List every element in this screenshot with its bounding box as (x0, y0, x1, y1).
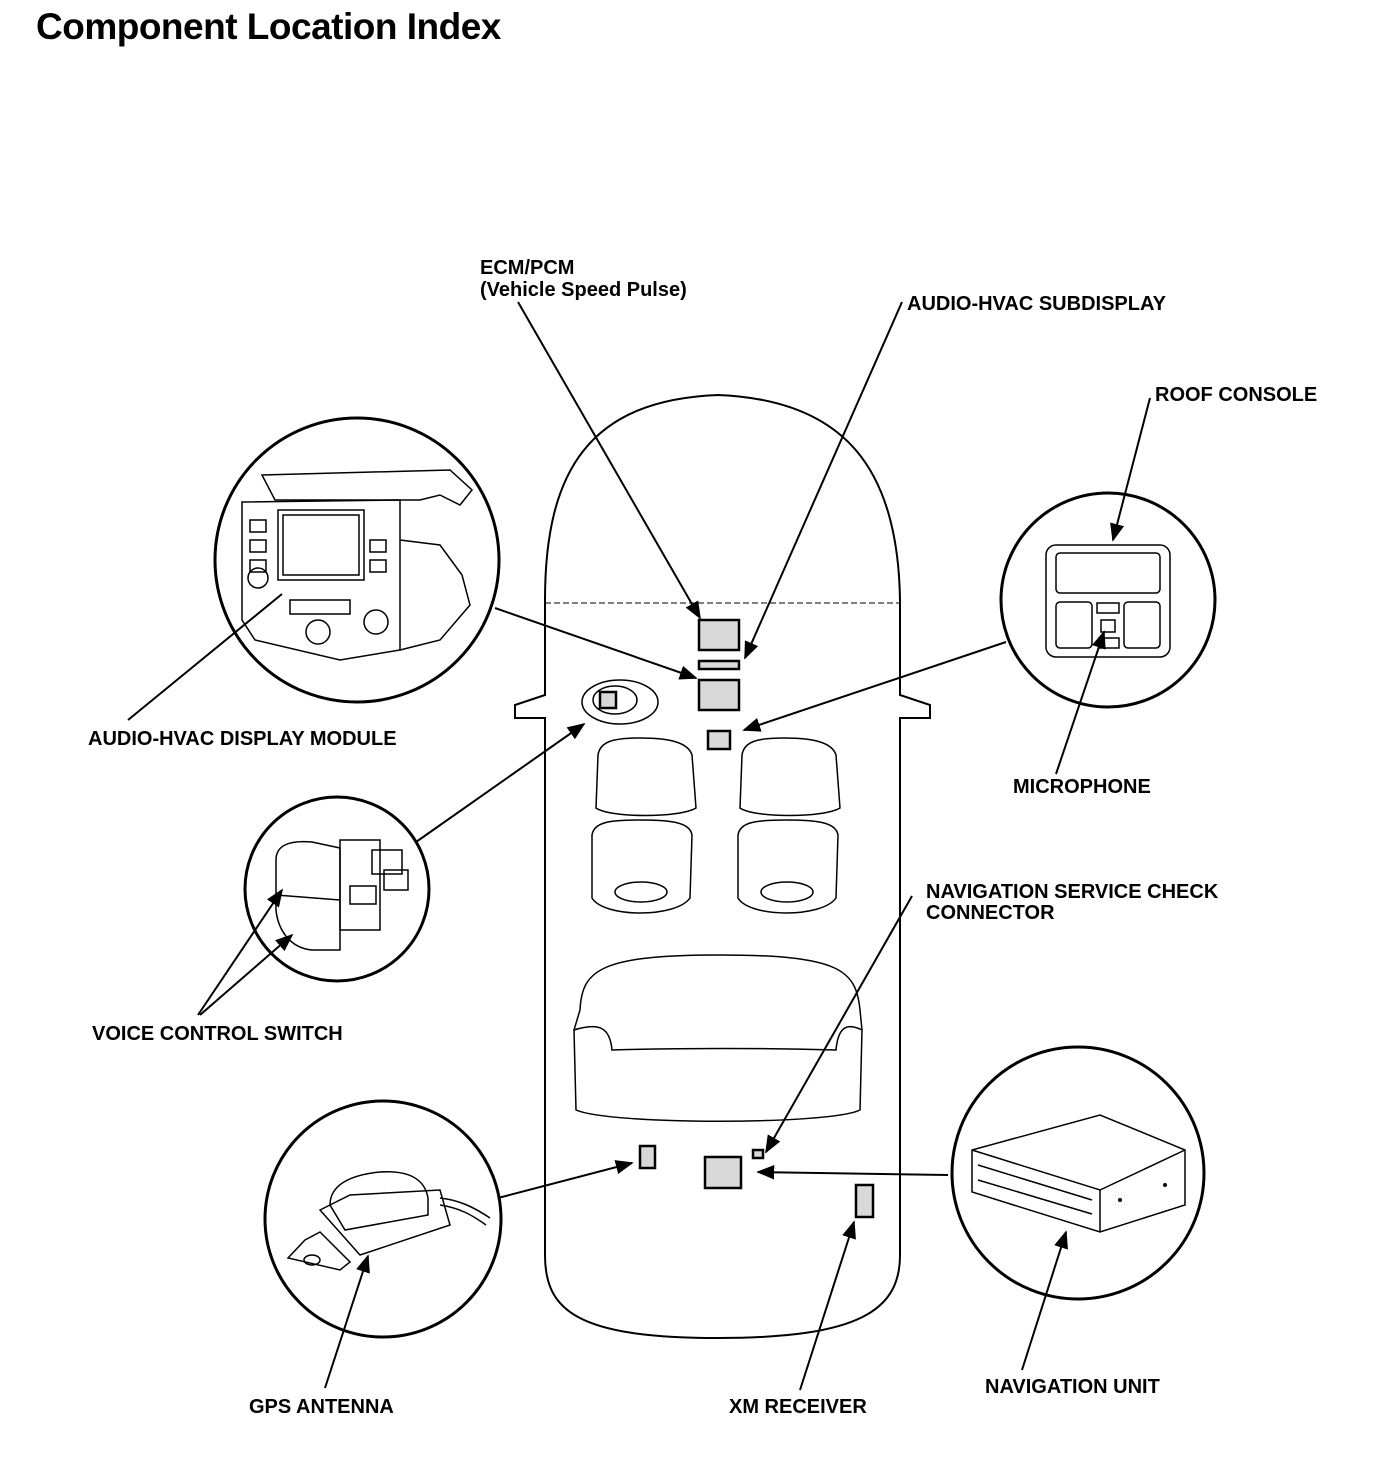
nav-check-leader (765, 895, 913, 1154)
microphone-inset-leader (742, 641, 1007, 732)
display-module-icon (213, 416, 501, 704)
label-xm-receiver: XM RECEIVER (729, 1396, 867, 1418)
xm-receiver-block (854, 1183, 875, 1219)
label-navigation-unit: NAVIGATION UNIT (985, 1376, 1160, 1398)
roof-console-leader (1110, 397, 1151, 542)
voice-switch-label-leader-a (197, 888, 284, 1016)
display-module-leader (494, 607, 698, 680)
roof-console-icon (999, 491, 1217, 709)
subdisplay-leader (744, 301, 903, 660)
label-gps-antenna: GPS ANTENNA (249, 1396, 394, 1418)
label-voice-control-switch: VOICE CONTROL SWITCH (92, 1023, 343, 1045)
label-audio-hvac-display-module: AUDIO-HVAC DISPLAY MODULE (88, 728, 397, 750)
label-microphone: MICROPHONE (1013, 776, 1151, 798)
display-module-label-leader (127, 593, 283, 721)
label-connector: CONNECTOR (926, 902, 1055, 924)
microphone-block (706, 729, 732, 751)
label-ecm-pcm: ECM/PCM (480, 257, 574, 279)
label-audio-hvac-subdisplay: AUDIO-HVAC SUBDISPLAY (907, 293, 1167, 315)
subdisplay-block (697, 659, 741, 671)
gps-antenna-leader (324, 1254, 370, 1389)
microphone-leader (1055, 630, 1106, 775)
navigation-unit-block (703, 1155, 743, 1190)
label-vehicle-speed-pulse: (Vehicle Speed Pulse) (480, 279, 687, 301)
voice-switch-label-leader-b (199, 933, 294, 1016)
voice-switch-leader (415, 722, 586, 843)
ecm-pcm-leader (517, 301, 701, 620)
label-roof-console: ROOF CONSOLE (1155, 384, 1317, 406)
ecm-pcm-block (697, 618, 741, 652)
label-nav-service-check: NAVIGATION SERVICE CHECK (926, 881, 1219, 903)
gps-antenna-block (638, 1144, 657, 1170)
gps-inset-leader (497, 1160, 634, 1199)
xm-receiver-leader (799, 1220, 856, 1391)
voice-switch-block (598, 690, 618, 710)
navigation-unit-icon (950, 1045, 1206, 1301)
navigation-unit-leader (1021, 1230, 1068, 1371)
navigation-inset-leader (756, 1165, 949, 1180)
gps-antenna-icon (263, 1099, 503, 1339)
vehicle-outline-icon (514, 393, 931, 1340)
display-module-block (697, 678, 741, 712)
voice-switch-icon (243, 795, 431, 983)
page-title: Component Location Index (36, 6, 501, 47)
nav-check-connector-block (751, 1148, 765, 1160)
